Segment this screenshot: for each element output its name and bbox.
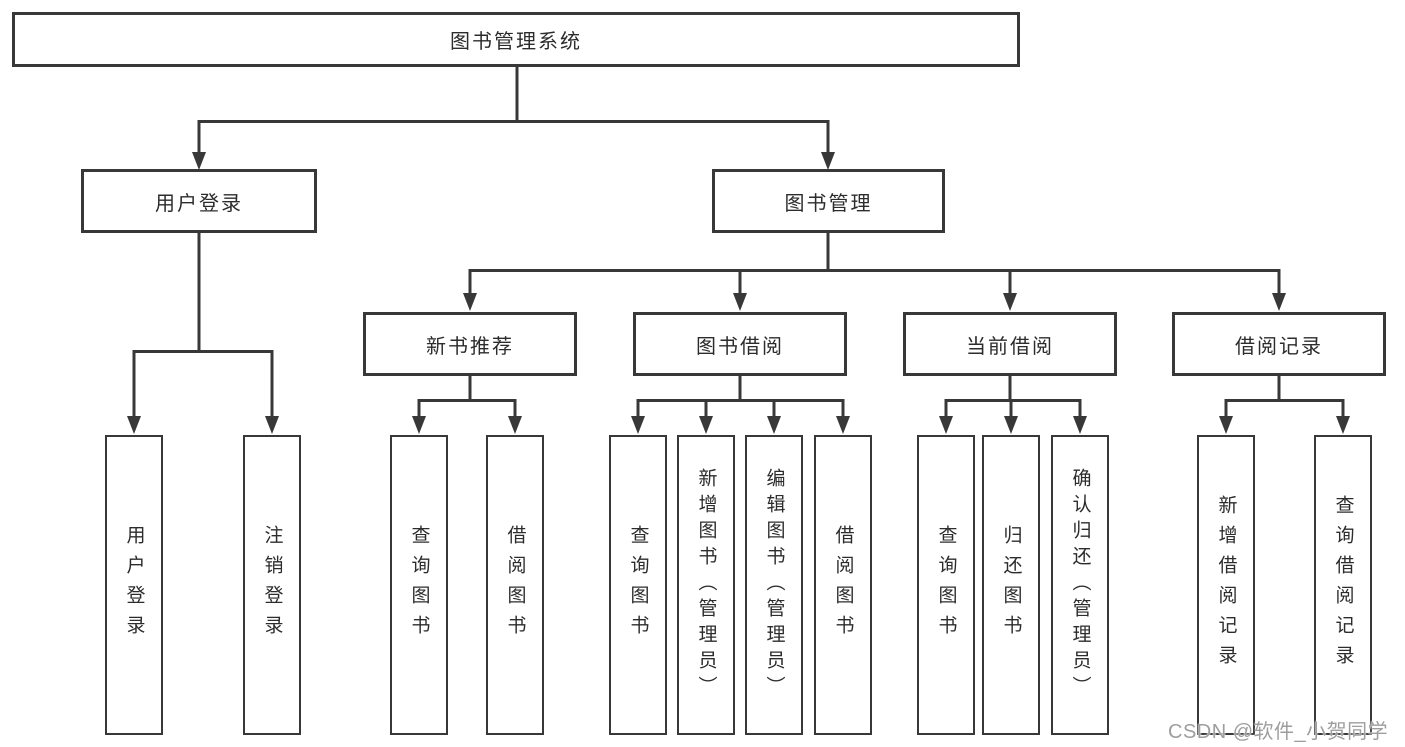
connector-root-to-level2 xyxy=(192,67,835,170)
node-current-borrow: 当前借阅 xyxy=(903,312,1117,376)
leaf-logout-label: 注销登录 xyxy=(261,525,283,645)
leaf-confirm-return-admin: 确认归还（管理员） xyxy=(1051,435,1109,735)
node-root: 图书管理系统 xyxy=(12,12,1020,67)
node-root-label: 图书管理系统 xyxy=(450,31,582,53)
node-borrow-records-label: 借阅记录 xyxy=(1235,335,1323,358)
leaf-add-borrow-record-label: 新增借阅记录 xyxy=(1215,495,1237,675)
leaf-user-login-label: 用户登录 xyxy=(123,525,145,645)
connector-currentborrow-to-leaves xyxy=(939,376,1087,434)
connector-bookmgmt-to-level3 xyxy=(463,233,1286,311)
node-new-book-recommend: 新书推荐 xyxy=(363,312,577,376)
connector-newbook-to-leaves xyxy=(412,376,522,434)
leaf-newbook-query-books-label: 查询图书 xyxy=(408,525,430,645)
leaf-borrow-query-books-label: 查询图书 xyxy=(627,525,649,645)
leaf-current-query-books-label: 查询图书 xyxy=(935,525,957,645)
leaf-add-books-admin-label: 新增图书（管理员） xyxy=(695,468,717,702)
leaf-edit-books-admin: 编辑图书（管理员） xyxy=(745,435,803,735)
csdn-watermark: CSDN @软件_小贺同学 xyxy=(1168,721,1389,743)
leaf-borrow-borrow-books-label: 借阅图书 xyxy=(832,525,854,645)
node-book-borrow-label: 图书借阅 xyxy=(696,335,784,358)
node-user-login-label: 用户登录 xyxy=(155,192,243,215)
leaf-add-borrow-record: 新增借阅记录 xyxy=(1197,435,1255,735)
node-book-borrow: 图书借阅 xyxy=(633,312,847,376)
leaf-confirm-return-admin-label: 确认归还（管理员） xyxy=(1069,468,1091,702)
connector-bookborrow-to-leaves xyxy=(631,376,850,434)
leaf-newbook-borrow-books: 借阅图书 xyxy=(486,435,544,735)
connector-borrowrecords-to-leaves xyxy=(1219,376,1350,434)
leaf-newbook-query-books: 查询图书 xyxy=(390,435,448,735)
leaf-return-books-label: 归还图书 xyxy=(1000,525,1022,645)
leaf-query-borrow-record: 查询借阅记录 xyxy=(1314,435,1372,735)
leaf-user-login: 用户登录 xyxy=(105,435,163,735)
node-book-management: 图书管理 xyxy=(712,169,945,233)
node-new-book-recommend-label: 新书推荐 xyxy=(426,335,514,358)
leaf-current-query-books: 查询图书 xyxy=(917,435,975,735)
leaf-borrow-borrow-books: 借阅图书 xyxy=(814,435,872,735)
node-user-login: 用户登录 xyxy=(81,169,317,233)
leaf-edit-books-admin-label: 编辑图书（管理员） xyxy=(763,468,785,702)
leaf-query-borrow-record-label: 查询借阅记录 xyxy=(1332,495,1354,675)
node-borrow-records: 借阅记录 xyxy=(1172,312,1386,376)
connector-userlogin-to-leaves xyxy=(127,233,279,434)
leaf-borrow-query-books: 查询图书 xyxy=(609,435,667,735)
leaf-logout: 注销登录 xyxy=(243,435,301,735)
node-book-management-label: 图书管理 xyxy=(784,192,873,215)
leaf-return-books: 归还图书 xyxy=(982,435,1040,735)
leaf-newbook-borrow-books-label: 借阅图书 xyxy=(504,525,526,645)
node-current-borrow-label: 当前借阅 xyxy=(966,335,1054,358)
leaf-add-books-admin: 新增图书（管理员） xyxy=(677,435,735,735)
